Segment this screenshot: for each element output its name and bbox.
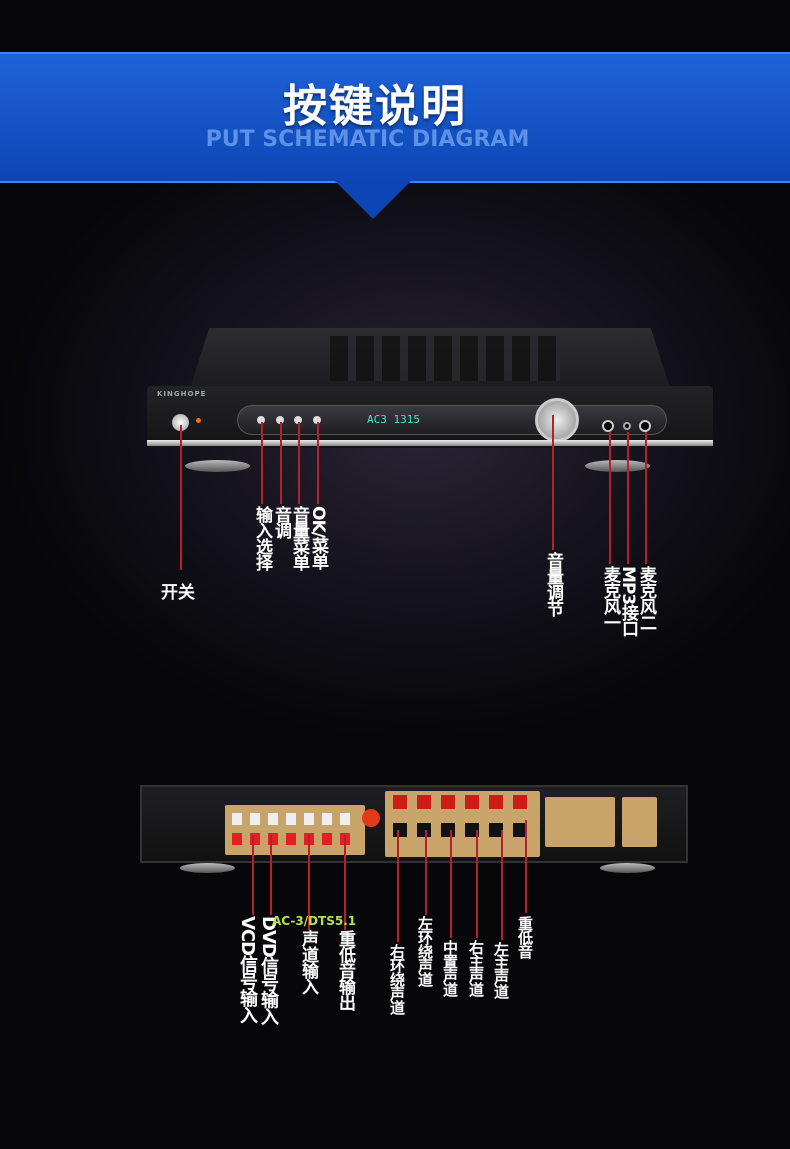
- pointer-line: [397, 830, 399, 942]
- tone-button[interactable]: [276, 416, 284, 424]
- pointer-line: [344, 835, 346, 930]
- pointer-line: [501, 830, 503, 940]
- label-mic2: 麦克风二: [636, 566, 656, 630]
- display: AC3 1315: [367, 413, 420, 426]
- qc-badge: [362, 809, 380, 827]
- amplifier-back: [140, 785, 688, 877]
- control-strip: [237, 405, 667, 435]
- power-led: [196, 418, 201, 423]
- pointer-line: [476, 830, 478, 938]
- mic2-jack[interactable]: [639, 420, 651, 432]
- header-banner: [0, 52, 790, 183]
- rca-row: [232, 833, 358, 845]
- rca-row: [232, 813, 358, 825]
- brand-logo: KINGHOPE: [157, 390, 207, 398]
- mic1-jack[interactable]: [602, 420, 614, 432]
- pointer-line: [525, 820, 527, 913]
- label-right-main: 右主声道: [467, 940, 485, 996]
- label-tone: 音调: [271, 506, 291, 538]
- pointer-line: [317, 422, 319, 504]
- terminals-black[interactable]: [393, 823, 533, 837]
- foot-left: [185, 460, 250, 472]
- foot-left: [180, 863, 235, 873]
- label-dvd-input: DVD信号输入: [258, 916, 279, 1025]
- vent-grille: [330, 336, 560, 381]
- label-mp3: MP3接口: [618, 566, 638, 637]
- pointer-line: [252, 835, 254, 915]
- volume-knob[interactable]: [535, 398, 579, 442]
- pointer-line: [308, 835, 310, 930]
- power-knob[interactable]: [172, 414, 189, 431]
- label-ok-menu: OK/菜单: [308, 506, 328, 569]
- amplifier-front: KINGHOPE AC3 1315: [145, 328, 715, 478]
- label-left-main: 左主声道: [492, 942, 510, 998]
- pointer-line: [450, 830, 452, 938]
- label-right-surround: 右环绕声道: [388, 944, 406, 1014]
- pointer-line: [609, 432, 611, 564]
- pointer-line: [298, 422, 300, 504]
- pointer-line: [280, 422, 282, 504]
- label-volume-adjust: 音量调节: [543, 552, 563, 616]
- volume-menu-button[interactable]: [294, 416, 302, 424]
- pointer-line: [270, 835, 272, 915]
- foot-right: [585, 460, 650, 472]
- input-select-button[interactable]: [257, 416, 265, 424]
- label-subwoofer-output: 重低音输出: [335, 930, 355, 1010]
- label-subwoofer: 重低音: [516, 916, 534, 958]
- label-left-surround: 左环绕声道: [416, 916, 434, 986]
- label-channel-input: 声道输入: [298, 930, 318, 994]
- label-input-select: 输入选择: [252, 506, 272, 570]
- pointer-line: [425, 830, 427, 915]
- label-center: 中置声道: [441, 940, 459, 996]
- page-title: 按键说明: [283, 81, 467, 132]
- pointer-line: [180, 425, 182, 570]
- label-ac3-dts: AC-3/DTS5.1: [272, 914, 357, 928]
- pointer-line: [645, 432, 647, 564]
- label-volume-menu: 音量菜单: [289, 506, 309, 570]
- label-power: 开关: [161, 583, 195, 603]
- info-label: [545, 797, 615, 847]
- pointer-line: [261, 422, 263, 504]
- ok-menu-button[interactable]: [313, 416, 321, 424]
- terminals-red[interactable]: [393, 795, 533, 809]
- mp3-jack[interactable]: [623, 422, 631, 430]
- label-vcd-input: VCD信号输入: [237, 916, 258, 1024]
- label-mic1: 麦克风一: [600, 566, 620, 630]
- pointer-line: [627, 432, 629, 564]
- foot-right: [600, 863, 655, 873]
- page-subtitle: PUT SCHEMATIC DIAGRAM: [205, 127, 530, 152]
- power-socket-plate: [622, 797, 657, 847]
- pointer-line: [552, 415, 554, 550]
- chrome-trim: [147, 440, 713, 446]
- background-glow: [0, 620, 790, 1149]
- banner-pointer: [335, 181, 411, 219]
